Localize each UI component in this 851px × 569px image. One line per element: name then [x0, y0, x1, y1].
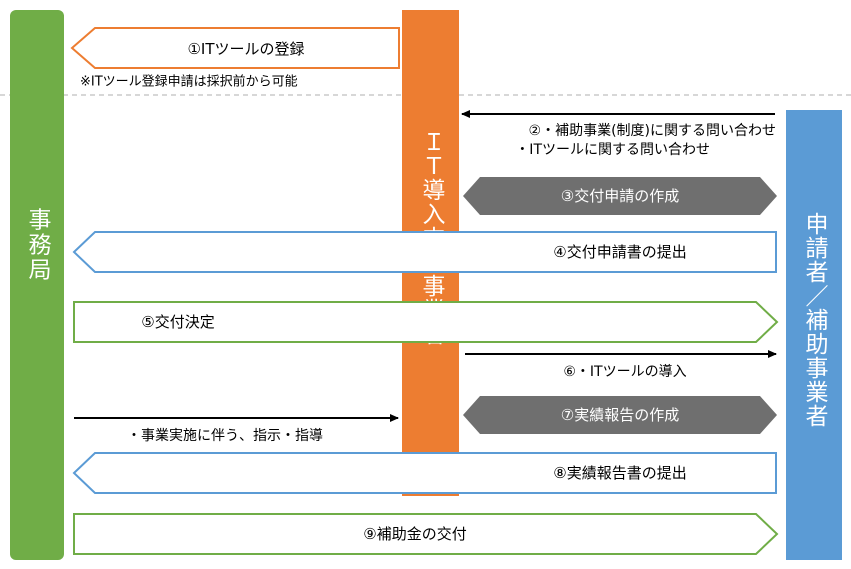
step6-label: ⑥・ITツールの導入: [563, 364, 686, 380]
applicant-lane-bar: [786, 110, 842, 560]
step8-label: ⑧実績報告書の提出: [553, 464, 686, 482]
step7-label: ⑦実績報告の作成: [561, 406, 679, 424]
step5-arrow: [73, 301, 779, 343]
step7-arrow: [463, 396, 777, 434]
step2-label-line2: ・ITツールに関する問い合わせ: [515, 142, 710, 158]
step4-label: ④交付申請書の提出: [553, 243, 686, 261]
step9-label: ⑨補助金の交付: [363, 525, 466, 543]
guidance-label: ・事業実施に伴う、指示・指導: [127, 428, 323, 444]
office-lane-bar: [10, 10, 64, 560]
applicant-lane-label: 申請者／補助事業者: [801, 212, 829, 428]
step4-arrow: [72, 231, 777, 273]
office-lane-label: 事務局: [24, 208, 52, 283]
step1-arrow: [70, 27, 400, 69]
step5-label: ⑤交付決定: [141, 313, 214, 331]
step9-arrow: [73, 513, 779, 555]
step8-arrow: [72, 452, 777, 494]
step3-label: ③交付申請の作成: [561, 187, 679, 205]
step3-arrow: [463, 177, 777, 215]
step2-label-line1: ②・補助事業(制度)に関する問い合わせ: [529, 123, 776, 139]
step1-note: ※ITツール登録申請は採択前から可能: [80, 74, 298, 90]
step1-label: ①ITツールの登録: [187, 40, 304, 58]
